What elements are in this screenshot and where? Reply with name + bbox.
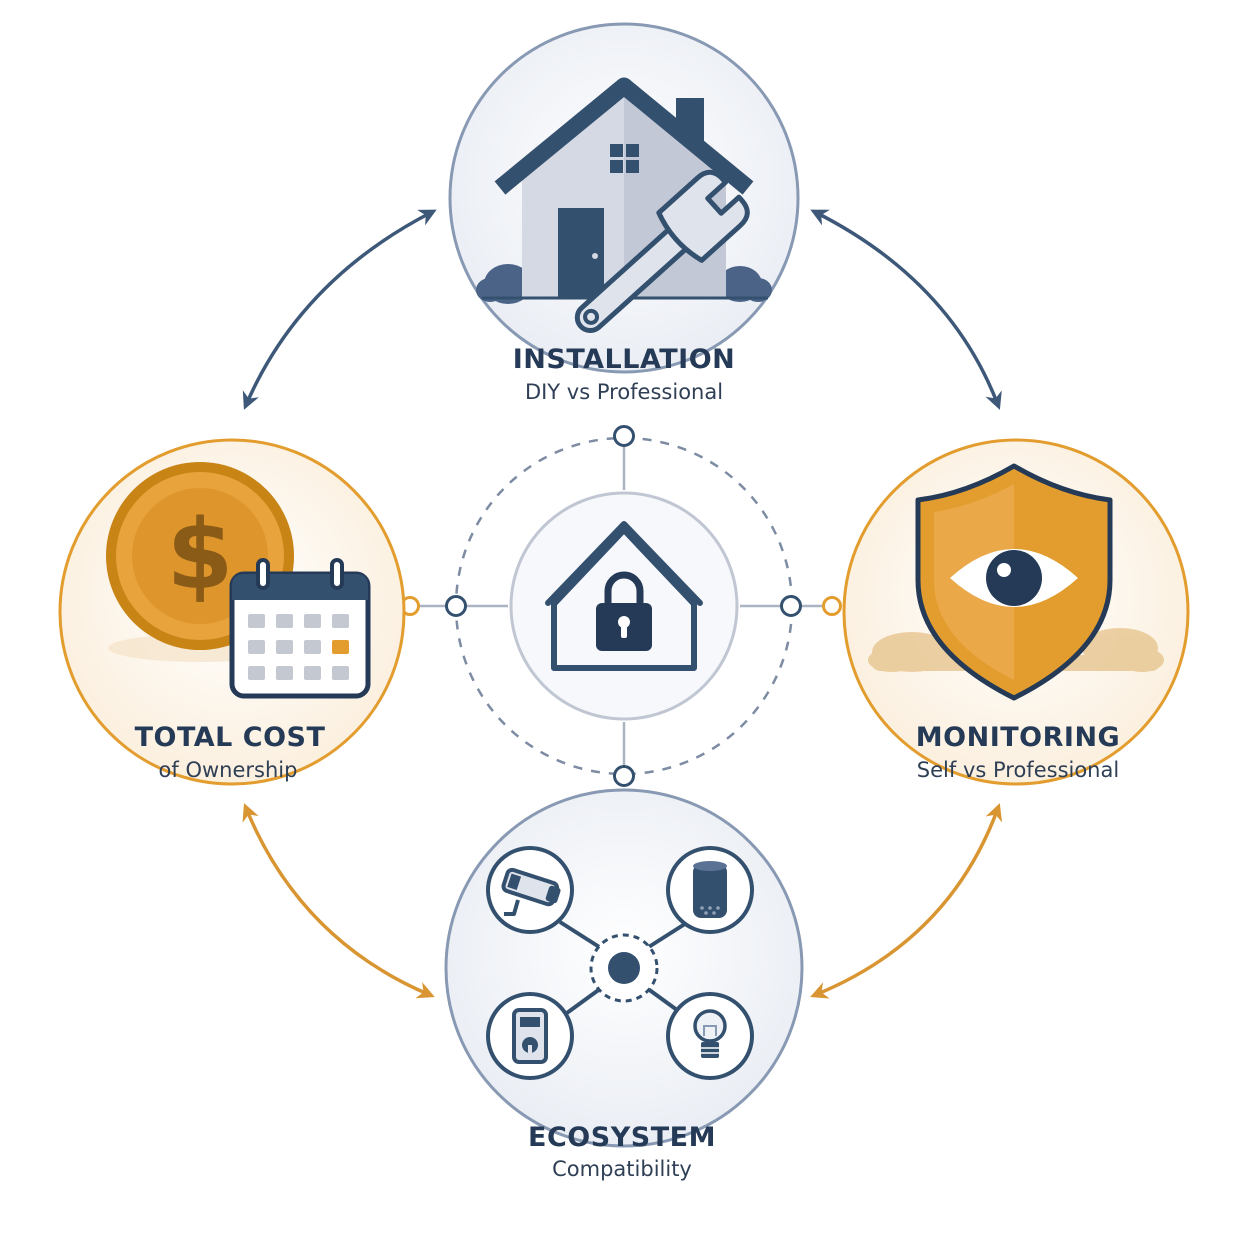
arrow-installation-total-cost	[242, 209, 437, 410]
hub-node-left-inner	[445, 595, 467, 617]
node-monitoring: MONITORING Self vs Professional	[842, 438, 1190, 786]
house-lock-icon	[545, 521, 703, 671]
hub-node-top	[613, 425, 635, 447]
node-total-cost-title: TOTAL COST	[135, 722, 326, 753]
hub-node-bottom	[613, 765, 635, 787]
node-ecosystem: ECOSYSTEM Compatibility	[444, 788, 804, 1181]
center-hub	[400, 425, 842, 787]
coin-calendar-icon: $	[106, 462, 371, 699]
node-installation-title: INSTALLATION	[513, 344, 736, 375]
node-monitoring-title: MONITORING	[916, 722, 1120, 753]
smart-lock-icon	[486, 992, 574, 1080]
node-installation-subtitle: DIY vs Professional	[525, 380, 723, 404]
hub-node-right-inner	[780, 595, 802, 617]
camera-icon	[486, 846, 574, 934]
node-ecosystem-title: ECOSYSTEM	[528, 1122, 716, 1153]
arrow-installation-monitoring	[810, 209, 1002, 410]
connections	[242, 209, 1003, 999]
hub-node-right-outer	[822, 596, 842, 616]
smart-speaker-icon	[666, 846, 754, 934]
node-monitoring-subtitle: Self vs Professional	[917, 758, 1119, 782]
svg-text:$: $	[167, 499, 234, 611]
house-wrench-icon	[476, 77, 772, 334]
node-total-cost-subtitle: of Ownership	[159, 758, 298, 782]
shield-eye-icon	[868, 463, 1164, 701]
node-installation: INSTALLATION DIY vs Professional	[448, 22, 800, 404]
arrow-total-cost-ecosystem	[242, 803, 435, 999]
light-bulb-icon	[666, 992, 754, 1080]
device-network-icon	[486, 846, 754, 1080]
node-total-cost: $ TOTAL COST of Ownership	[58, 438, 406, 786]
arrow-monitoring-ecosystem	[810, 803, 1003, 999]
node-ecosystem-subtitle: Compatibility	[552, 1157, 692, 1181]
